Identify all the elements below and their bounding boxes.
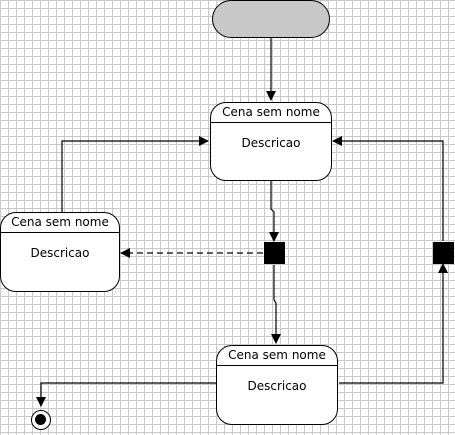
scene-node-left[interactable]: Cena sem nome Descricao [0,212,120,292]
scene-title: Cena sem nome [211,103,331,123]
edge-scene-top-to-junction [269,181,279,242]
edge-scene-left-to-scene-top [61,136,209,212]
edge-junction-right-to-scene-top [332,136,444,241]
junction-right[interactable] [433,242,454,264]
scene-node-bottom[interactable]: Cena sem nome Descricao [216,345,338,425]
junction-center[interactable] [264,242,285,264]
edge-scene-bottom-to-final [36,382,216,407]
start-node[interactable] [212,0,330,38]
scene-description: Descricao [30,246,90,260]
final-state-dot [35,414,46,425]
scene-description: Descricao [241,136,301,150]
scene-title: Cena sem nome [1,213,119,233]
scene-description: Descricao [247,379,307,393]
edge-scene-bottom-to-junction-right [339,263,448,384]
final-state-node[interactable] [31,410,51,430]
scene-node-top[interactable]: Cena sem nome Descricao [210,102,332,181]
edge-junction-to-scene-bottom [271,265,281,344]
scene-title: Cena sem nome [217,346,337,366]
